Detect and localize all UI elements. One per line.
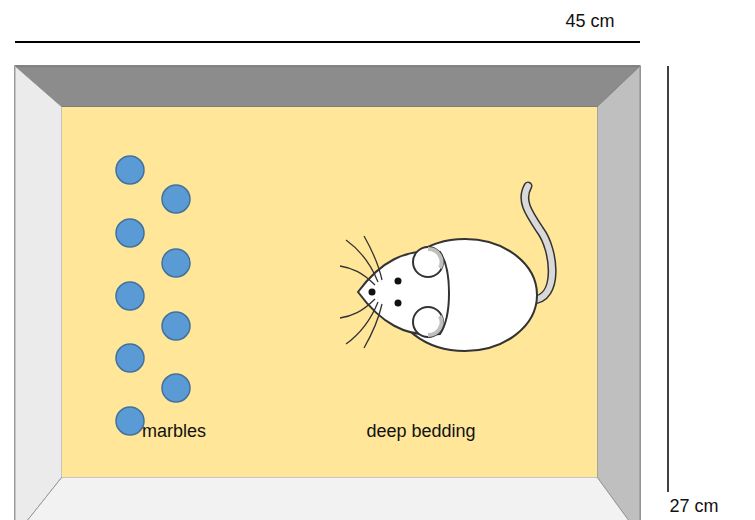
marble [162,312,190,340]
left-wall [15,66,62,520]
mouse [340,186,552,351]
marble [116,407,144,435]
mouse-ear-inner [428,249,441,268]
front-wall [15,477,640,520]
mouse-whiskers [340,236,382,348]
mouse-eye [395,278,402,285]
marble [162,249,190,277]
deep-bedding-floor [62,107,597,477]
mouse-eye [395,300,402,307]
mouse-ear-inner [428,316,441,335]
marble [162,374,190,402]
marble [116,156,144,184]
mouse-ear [413,307,443,337]
width-dimension-line [15,41,640,43]
right-wall [597,66,640,520]
mouse-ear [413,247,443,277]
marble [116,344,144,372]
part-label: deep bedding [366,422,475,442]
marble [116,282,144,310]
back-wall [15,66,640,107]
part-label: marbles [142,422,206,442]
marble [162,185,190,213]
dimension-label: 27 cm [669,497,718,517]
cage-outline [15,66,640,520]
marble [116,219,144,247]
dimension-label: 45 cm [565,12,614,32]
marbles [116,156,190,435]
mouse-nose [369,289,376,296]
depth-dimension-line [667,66,669,492]
